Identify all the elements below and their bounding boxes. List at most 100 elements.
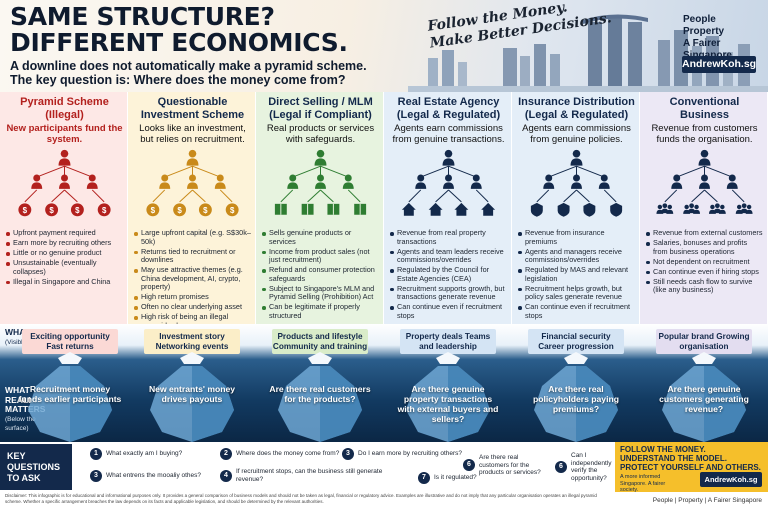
- question-number-badge: 6: [463, 459, 475, 472]
- bullet-item: May use attractive themes (e.g. China de…: [134, 265, 251, 292]
- leader-person-icon: [570, 149, 583, 166]
- question-number-badge: 1: [90, 448, 102, 460]
- shield-icon: [610, 202, 623, 217]
- bullet-item: Recruitment supports growth, but transac…: [390, 284, 507, 302]
- bullet-item: Salaries, bonuses and profits from busin…: [646, 238, 763, 256]
- org-hierarchy-diagram: [530, 149, 623, 217]
- product-box-icon: [301, 203, 314, 215]
- question-number-badge: 2: [220, 448, 232, 460]
- column-title: Insurance Distribution (Legal & Regulate…: [518, 96, 635, 121]
- bullet-item: Revenue from real property transactions: [390, 228, 507, 246]
- shield-icon: [583, 202, 596, 217]
- visible-surface-box: Popular brand Growing organisation: [656, 329, 752, 354]
- bullet-item: Recruitment helps growth, but policy sal…: [518, 284, 635, 302]
- dollar-coin-icon: $: [97, 203, 111, 217]
- hierarchy-connector-lines: [24, 165, 105, 203]
- bullet-item: Illegal in Singapore and China: [6, 277, 123, 287]
- key-question-item: 3 What entrens the mooaliy othes?: [90, 470, 210, 482]
- bullet-item: Often no clear underlying asset: [134, 302, 251, 312]
- comparison-columns: Pyramid Scheme (Illegal)New participants…: [0, 92, 768, 329]
- iceberg-icon: [662, 352, 746, 442]
- bullet-item: Sells genuine products or services: [262, 228, 379, 246]
- bullet-item: Large upfront capital (e.g. S$30k–50k): [134, 228, 251, 246]
- member-person-icon: [187, 174, 198, 189]
- house-icon: [401, 202, 416, 216]
- question-text: What exactly am I buying?: [106, 450, 183, 458]
- brand-line-people: People: [683, 14, 716, 25]
- customer-person-icon: [718, 204, 726, 214]
- leader-person-icon: [314, 149, 327, 166]
- coin-icon: $: [146, 203, 160, 217]
- bullet-item: Can be legitimate if properly structured: [262, 302, 379, 320]
- brand-line-property: Property: [683, 26, 725, 37]
- bullet-item: Upfront payment required: [6, 228, 123, 238]
- column-title: Conventional Business: [669, 96, 740, 121]
- question-text: Are there real customers for the product…: [479, 454, 541, 476]
- leader-person-icon: [58, 149, 71, 166]
- question-number-badge: 7: [418, 472, 430, 484]
- iceberg-icon: [150, 352, 234, 442]
- column-bullet-list: Large upfront capital (e.g. S$30k–50k)Re…: [134, 228, 251, 330]
- org-hierarchy-diagram: [274, 149, 367, 215]
- question-number-badge: 3: [90, 470, 102, 482]
- svg-text:$: $: [177, 206, 182, 215]
- member-person-icon: [598, 174, 610, 189]
- title-line-1: SAME STRUCTURE?: [10, 2, 275, 31]
- hierarchy-connector-lines: [152, 165, 233, 203]
- bullet-item: Revenue from external customers: [646, 228, 763, 238]
- member-person-icon: [699, 174, 710, 189]
- subtitle-line-2: The key question is: Where does the mone…: [10, 73, 346, 87]
- bullet-item: Revenue from insurance premiums: [518, 228, 635, 246]
- column-title: Real Estate Agency (Legal & Regulated): [396, 96, 501, 121]
- footer-brand: People | Property | A Fairer Singapore: [652, 497, 762, 504]
- member-person-icon: [571, 174, 582, 189]
- business-model-column: Pyramid Scheme (Illegal)New participants…: [0, 92, 128, 324]
- column-title: Pyramid Scheme (Illegal): [20, 96, 109, 121]
- follow-line-1: FOLLOW THE MONEY.: [620, 445, 706, 454]
- leader-person-icon: [698, 149, 711, 166]
- question-text: Do I earn more by recruiting others?: [358, 450, 463, 458]
- question-text: If recruitment stops, can the business s…: [236, 468, 383, 483]
- product-box-icon: [274, 203, 287, 215]
- coin-icon: $: [173, 203, 187, 217]
- org-hierarchy-diagram: [401, 149, 496, 216]
- follow-website-tag: AndrewKoh.sg: [700, 472, 762, 487]
- column-subtitle: Real products or services with safeguard…: [266, 123, 375, 145]
- dollar-coin-icon: $: [18, 203, 32, 217]
- business-model-column: Insurance Distribution (Legal & Regulate…: [512, 92, 640, 324]
- member-person-icon: [214, 174, 226, 189]
- svg-text:$: $: [151, 206, 156, 215]
- question-number-badge: 3: [342, 448, 354, 460]
- shield-icon: [557, 202, 570, 217]
- visible-surface-box: Property deals Teams and leadership: [400, 329, 496, 354]
- member-person-icon: [59, 174, 70, 189]
- shield-icon: [530, 202, 543, 217]
- member-person-icon: [31, 174, 43, 189]
- below-surface-question: Are there genuine customers generating r…: [659, 384, 749, 414]
- svg-text:$: $: [203, 206, 208, 215]
- dollar-coin-icon: $: [70, 203, 84, 217]
- iceberg-icon: [28, 352, 112, 442]
- member-person-icon: [287, 174, 299, 189]
- business-model-column: Direct Selling / MLM (Legal if Compliant…: [256, 92, 384, 324]
- bullet-item: Earn more by recruiting others: [6, 238, 123, 248]
- house-icon: [454, 202, 469, 216]
- iceberg-icon: [278, 352, 362, 442]
- customer-group-icon: [683, 203, 701, 214]
- visible-surface-box: Investment story Networking events: [144, 329, 240, 354]
- follow-the-money-box: FOLLOW THE MONEY. UNDERSTAND THE MODEL. …: [615, 442, 768, 493]
- bullet-item: Can continue even if hiring stops: [646, 267, 763, 277]
- bullet-item: Can continue even if recruitment stops: [390, 302, 507, 320]
- key-questions-label: KEY QUESTIONS TO ASK: [0, 444, 72, 490]
- subtitle-line-1: A downline does not automatically make a…: [10, 59, 367, 73]
- bullet-item: Refund and consumer protection safeguard…: [262, 265, 379, 283]
- question-text: What entrens the mooaliy othes?: [106, 472, 202, 480]
